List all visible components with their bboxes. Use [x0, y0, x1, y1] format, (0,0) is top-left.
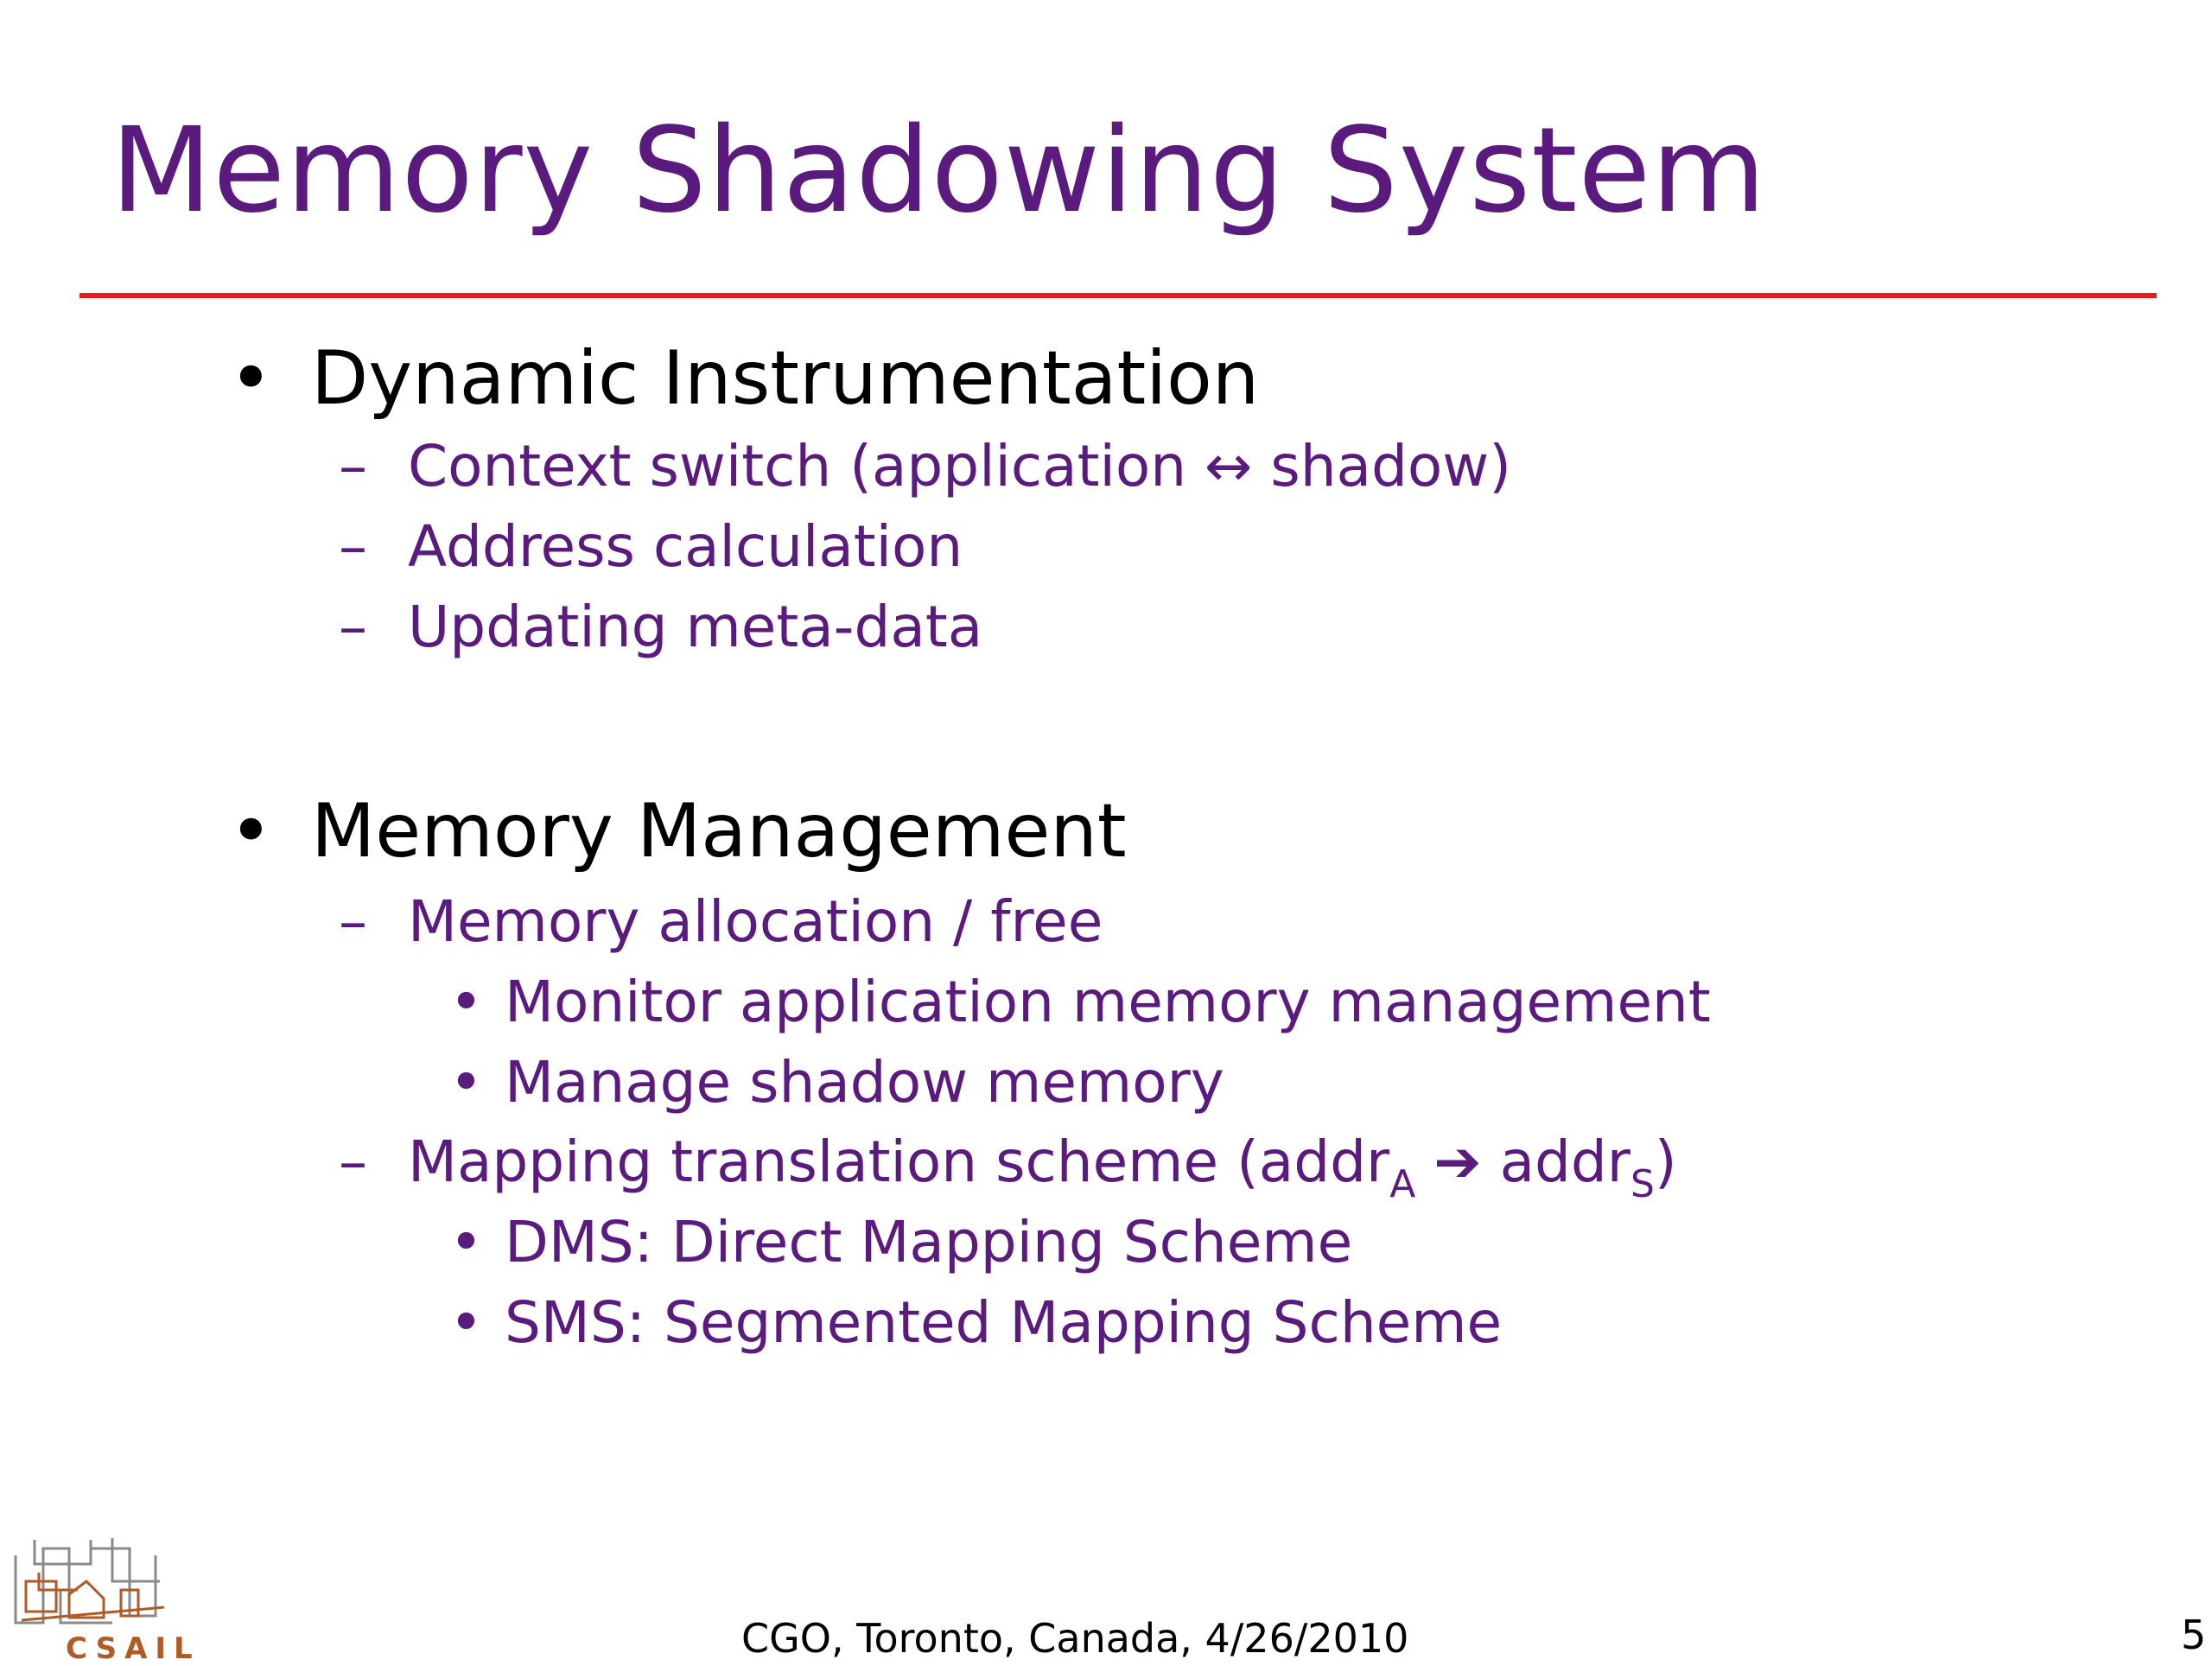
subscript-s: S	[1630, 1162, 1655, 1206]
dash-marker: –	[339, 513, 367, 580]
subsubitem-dms: • DMS: Direct Mapping Scheme	[449, 1208, 1353, 1277]
dash-marker: –	[339, 1129, 367, 1195]
csail-logo-text: CSAIL	[66, 1631, 200, 1666]
bullet-marker: •	[229, 788, 273, 874]
bullet-label: Dynamic Instrumentation	[311, 335, 1260, 422]
subsubitem-sms: • SMS: Segmented Mapping Scheme	[449, 1288, 1503, 1358]
subsubitem-label: Monitor application memory management	[505, 969, 1711, 1035]
bullet-marker: •	[449, 969, 483, 1035]
subsubitem-label: SMS: Segmented Mapping Scheme	[505, 1289, 1503, 1356]
bullet-marker: •	[229, 335, 273, 422]
subitem-address-calculation: – Address calculation	[339, 512, 963, 582]
title-divider	[79, 293, 2157, 298]
footer-text: CGO, Toronto, Canada, 4/26/2010	[741, 1615, 1409, 1662]
subscript-a: A	[1389, 1162, 1416, 1206]
subitem-context-switch: – Context switch (application ↔ shadow)	[339, 432, 1511, 501]
right-arrow-icon: ➔	[1433, 1129, 1482, 1195]
subitem-label: Memory allocation / free	[408, 888, 1103, 955]
subitem-memory-allocation: – Memory allocation / free	[339, 887, 1103, 957]
subitem-updating-metadata: – Updating meta-data	[339, 593, 983, 662]
bullet-dynamic-instrumentation: • Dynamic Instrumentation	[229, 335, 1260, 422]
subitem-label: Updating meta-data	[408, 594, 983, 660]
dash-marker: –	[339, 594, 367, 660]
context-switch-suffix: shadow)	[1270, 433, 1511, 499]
slide-title: Memory Shadowing System	[111, 103, 1767, 239]
mapping-prefix: Mapping translation scheme (addr	[408, 1129, 1390, 1195]
mapping-mid: addr	[1499, 1129, 1630, 1195]
mapping-suffix: )	[1654, 1129, 1677, 1195]
bullet-memory-management: • Memory Management	[229, 788, 1127, 874]
dash-marker: –	[339, 888, 367, 955]
dash-marker: –	[339, 433, 367, 499]
subsubitem-label: Manage shadow memory	[505, 1049, 1224, 1116]
bullet-label: Memory Management	[311, 788, 1127, 874]
bullet-marker: •	[449, 1209, 483, 1275]
csail-logo-icon	[14, 1538, 165, 1625]
subsubitem-label: DMS: Direct Mapping Scheme	[505, 1209, 1353, 1275]
bullet-marker: •	[449, 1049, 483, 1116]
subitem-label: Address calculation	[408, 513, 963, 580]
subsubitem-monitor: • Monitor application memory management	[449, 968, 1711, 1037]
subsubitem-manage-shadow: • Manage shadow memory	[449, 1048, 1224, 1117]
context-switch-prefix: Context switch (application	[408, 433, 1187, 499]
page-number: 5	[2181, 1612, 2207, 1658]
bullet-marker: •	[449, 1289, 483, 1356]
subitem-mapping-translation: – Mapping translation scheme (addrA ➔ ad…	[339, 1128, 1677, 1219]
bidirectional-arrow-icon: ↔	[1205, 433, 1253, 499]
